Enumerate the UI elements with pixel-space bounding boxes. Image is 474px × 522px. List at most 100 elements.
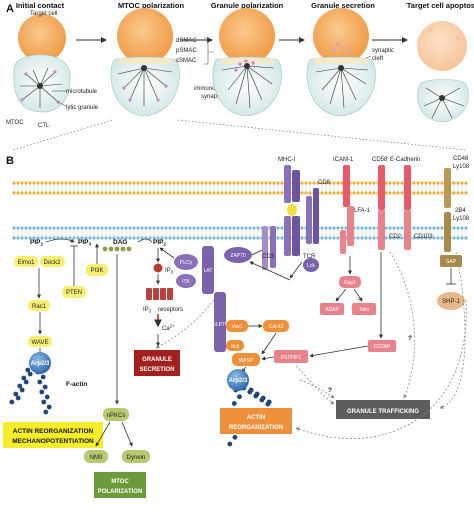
node-sap: SAP (446, 259, 457, 265)
ctl-lipid-head (220, 236, 224, 240)
stage-target-apoptosis: Target cell apoptosis (407, 1, 474, 10)
stage-initial-contact: Initial contact (16, 1, 65, 10)
target-lipid-head (80, 191, 84, 195)
ctl-lipid-head (224, 236, 228, 240)
label-psmac: pSMAC (176, 48, 197, 54)
actin-subunit (40, 374, 46, 380)
stage-granule-polarization: Granule polarization (211, 1, 284, 10)
label-2b4: 2B4 (455, 208, 466, 214)
ctl-lipid-head (456, 236, 460, 240)
ctl-lipid-head (204, 236, 208, 240)
question-mark-2: ? (408, 335, 412, 342)
ctl-lipid-head (432, 236, 436, 240)
ctl-lipid-head (196, 226, 200, 230)
ctl-lipid-head (28, 226, 32, 230)
ctl-lipid-head (416, 236, 420, 240)
target-lipid-head (136, 191, 140, 195)
node-ip3: IP3 (165, 268, 174, 275)
target-lipid-head (272, 181, 276, 185)
actin-subunit (13, 391, 19, 397)
actin-subunit (17, 383, 23, 389)
target-lipid-head (244, 191, 248, 195)
node-cd2ap: CD2AP (374, 344, 391, 350)
target-lipid-head (204, 191, 208, 195)
ctl-lipid-head (12, 236, 16, 240)
target-lipid-head (396, 191, 400, 195)
target-lipid-head (308, 191, 312, 195)
target-lipid-head (12, 191, 16, 195)
target-lipid-head (44, 191, 48, 195)
target-lipid-head (136, 181, 140, 185)
label-icam1: ICAM-1 (333, 157, 354, 163)
target-lipid-head (196, 181, 200, 185)
target-lipid-head (32, 181, 36, 185)
ctl-lipid-head (56, 236, 60, 240)
target-lipid-head (56, 191, 60, 195)
actin-subunit (25, 367, 31, 373)
target-lipid-head (452, 191, 456, 195)
target-lipid-head (140, 181, 144, 185)
target-lipid-head (420, 191, 424, 195)
target-lipid-head (272, 191, 276, 195)
ctl-lipid-head (212, 226, 216, 230)
target-lipid-head (124, 191, 128, 195)
target-lipid-head (240, 181, 244, 185)
target-lipid-head (324, 191, 328, 195)
ctl-lipid-head (360, 236, 364, 240)
ctl-lipid-head (416, 226, 420, 230)
target-lipid-head (20, 181, 24, 185)
ctl-lipid-head (212, 236, 216, 240)
ctl-lipid-head (48, 226, 52, 230)
ctl-lipid-head (24, 236, 28, 240)
ctl-lipid-head (428, 236, 432, 240)
ctl-lipid-head (40, 236, 44, 240)
target-lipid-head (32, 191, 36, 195)
label-lytic-granule: lytic granule (66, 105, 99, 111)
ctl-lipid-head (76, 236, 80, 240)
target-lipid-head (424, 191, 428, 195)
integrin-pathway: Rap1 ADAP Talin CD2AP PSTPIP1 (261, 252, 396, 363)
ctl-lipid-head (440, 236, 444, 240)
target-lipid-head (16, 181, 20, 185)
target-lipid-head (220, 181, 224, 185)
target-lipid-head (416, 181, 420, 185)
actin-subunit (227, 441, 233, 447)
target-lipid-head (108, 191, 112, 195)
ctl-lipid-head (252, 226, 256, 230)
ctl-lipid-head (456, 226, 460, 230)
ctl-lipid-head (280, 236, 284, 240)
node-rap1: Rap1 (344, 280, 356, 286)
mhc-complex: MHC-I (278, 157, 300, 216)
actin-subunit (253, 393, 259, 399)
target-lipid-head (212, 191, 216, 195)
target-lipid-head (260, 191, 264, 195)
ctl-lipid-head (148, 226, 152, 230)
ctl-lipid-head (248, 236, 252, 240)
node-nmii: NMII (90, 455, 103, 461)
ctl-lipid-head (48, 236, 52, 240)
ctl-lipid-head (424, 226, 428, 230)
target-lipid-head (76, 191, 80, 195)
output-granule: GRANULE (142, 357, 172, 363)
actin-subunit (237, 394, 242, 400)
target-lipid-head (336, 181, 340, 185)
node-ca: Ca2+ (162, 324, 175, 333)
target-lipid-head (76, 181, 80, 185)
ctl-lipid-head (124, 236, 128, 240)
ctl-lipid-head (84, 226, 88, 230)
ctl-lipid-head (340, 226, 344, 230)
ctl-lipid-head (64, 236, 68, 240)
target-lipid-head (228, 191, 232, 195)
node-shp1: SHP-1 (442, 299, 460, 305)
target-lipid-head (12, 181, 16, 185)
target-lipid-head (180, 191, 184, 195)
ctl-lipid-head (436, 236, 440, 240)
ctl-lipid-head (248, 226, 252, 230)
ctl-lipid-head (60, 236, 64, 240)
target-lipid-head (360, 191, 364, 195)
target-lipid-head (320, 191, 324, 195)
label-ly108-top: Ly108 (453, 164, 470, 170)
cell-mtoc-polarization: dSMAC pSMAC cSMAC immunological synapse (110, 8, 232, 117)
actin-subunit (19, 387, 25, 393)
